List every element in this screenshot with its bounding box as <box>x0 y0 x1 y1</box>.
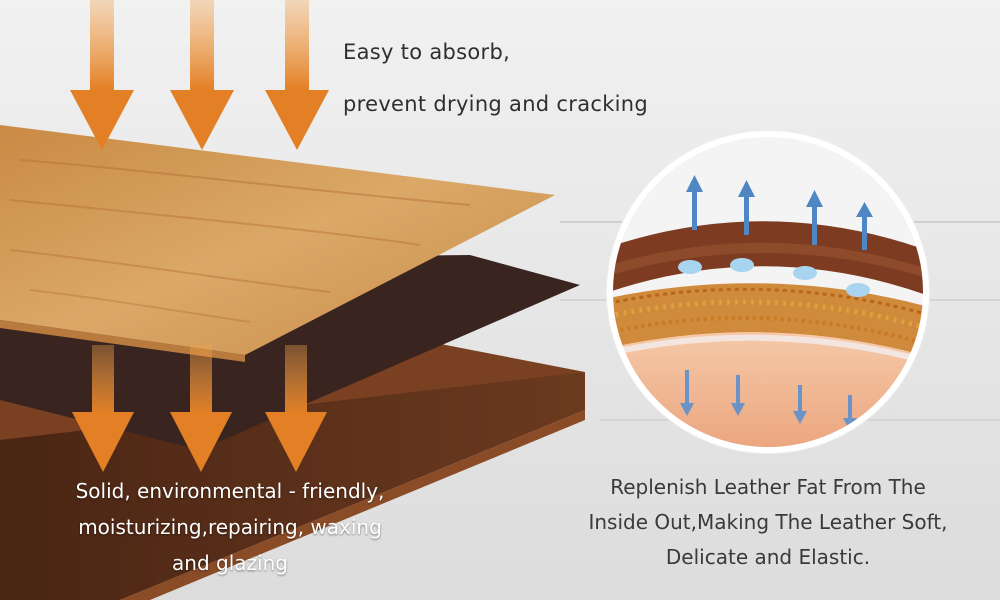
arrow-up-icon <box>806 190 823 245</box>
top-caption-line-1: Easy to absorb, <box>343 40 511 64</box>
arrow-down-icon <box>70 0 134 150</box>
bottom-arrows <box>72 345 327 472</box>
bottom-left-caption: Solid, environmental - friendly, moistur… <box>20 476 440 584</box>
arrow-down-icon <box>731 375 745 416</box>
bottom-left-caption-line-1: Solid, environmental - friendly, <box>75 479 385 503</box>
light-wood-board <box>0 125 555 362</box>
arrow-down-icon <box>72 345 134 472</box>
top-arrows <box>70 0 329 150</box>
right-caption: Replenish Leather Fat From The Inside Ou… <box>548 472 988 577</box>
arrow-down-icon <box>265 345 327 472</box>
arrow-down-icon <box>680 370 694 416</box>
bottom-left-caption-line-2: moisturizing,repairing, waxing <box>78 515 382 539</box>
right-caption-line-3: Delicate and Elastic. <box>665 545 871 569</box>
arrow-up-icon <box>738 180 755 235</box>
top-caption-line-2: prevent drying and cracking <box>343 92 649 116</box>
bottom-left-caption-line-3: and glazing <box>172 551 288 575</box>
right-caption-line-2: Inside Out,Making The Leather Soft, <box>588 510 948 534</box>
top-caption: Easy to absorb, prevent drying and crack… <box>343 36 648 140</box>
arrow-down-icon <box>793 385 807 424</box>
arrow-up-icon <box>856 202 873 250</box>
arrow-down-icon <box>265 0 329 150</box>
arrow-down-icon <box>170 345 232 472</box>
right-caption-line-1: Replenish Leather Fat From The <box>610 475 926 499</box>
arrow-down-icon <box>170 0 234 150</box>
arrow-up-icon <box>686 175 703 230</box>
